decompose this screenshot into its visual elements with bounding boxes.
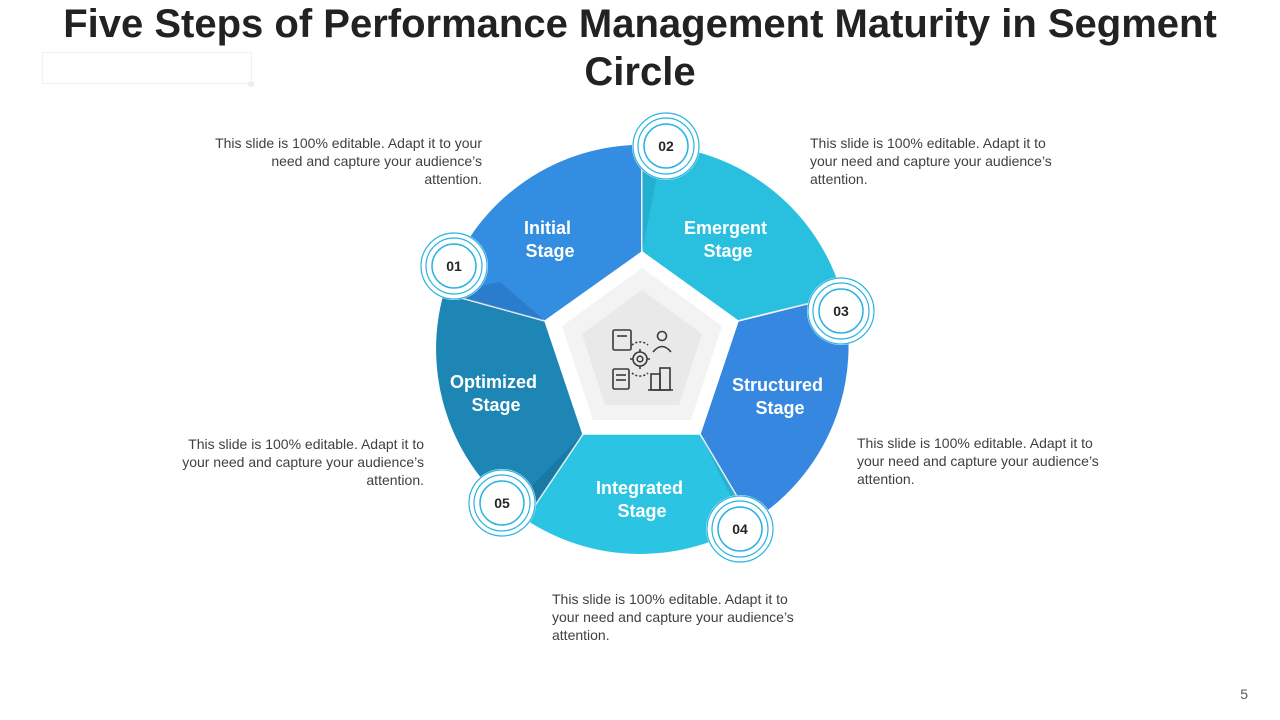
placeholder-handle <box>248 81 254 87</box>
empty-placeholder-box <box>42 52 252 84</box>
fold-shadow <box>520 434 583 520</box>
step-description-03: This slide is 100% editable. Adapt it to… <box>857 435 1099 487</box>
segment-label-optimized: Optimized Stage <box>450 372 542 415</box>
segment-label-emergent: Emergent Stage <box>684 218 772 261</box>
segment-label-structured: Structured Stage <box>732 375 828 418</box>
segment-label-initial: Initial Stage <box>524 218 576 261</box>
step-badge-03[interactable]: 03 <box>807 277 875 345</box>
step-description-04: This slide is 100% editable. Adapt it to… <box>552 591 794 643</box>
step-description-02: This slide is 100% editable. Adapt it to… <box>810 135 1052 187</box>
step-number-05: 05 <box>494 495 510 511</box>
step-badge-04[interactable]: 04 <box>706 495 774 563</box>
center-pentagon-inner <box>582 290 702 405</box>
step-description-01: This slide is 100% editable. Adapt it to… <box>215 135 482 187</box>
step-number-03: 03 <box>833 303 849 319</box>
page-number: 5 <box>1240 686 1248 702</box>
step-badge-01[interactable]: 01 <box>420 232 488 300</box>
slide-title: Five Steps of Performance Management Mat… <box>63 2 1217 94</box>
management-process-icon <box>612 329 673 391</box>
step-description-05: This slide is 100% editable. Adapt it to… <box>182 436 424 488</box>
step-number-04: 04 <box>732 521 748 537</box>
step-number-01: 01 <box>446 258 462 274</box>
step-number-02: 02 <box>658 138 674 154</box>
step-badge-02[interactable]: 02 <box>632 112 700 180</box>
step-badge-05[interactable]: 05 <box>468 469 536 537</box>
segment-label-integrated: Integrated Stage <box>596 478 688 521</box>
